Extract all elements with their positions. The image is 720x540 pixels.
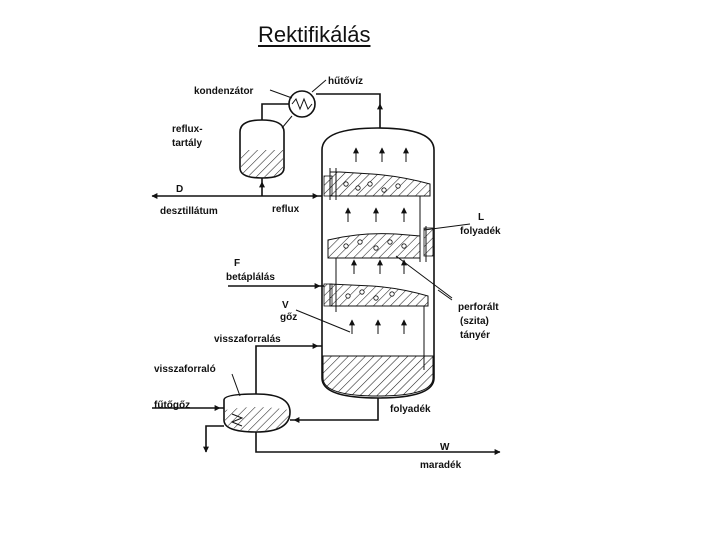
column-bottom-liquid bbox=[322, 355, 434, 397]
label-folyadek-bottom: folyadék bbox=[390, 404, 431, 415]
label-goz: gőz bbox=[280, 312, 297, 323]
label-reflux-tartaly-2: tartály bbox=[172, 138, 202, 149]
vapor-arrows bbox=[345, 147, 409, 334]
condensate-out-line bbox=[205, 425, 224, 452]
label-D: D bbox=[176, 184, 183, 195]
label-futogoz: fűtőgőz bbox=[154, 400, 190, 411]
label-visszaforralo: visszaforraló bbox=[154, 364, 216, 375]
label-L: L bbox=[478, 212, 484, 223]
leader-lines bbox=[231, 89, 471, 397]
label-tanyer: tányér bbox=[460, 330, 490, 341]
label-visszaforralas: visszaforralás bbox=[214, 334, 281, 345]
label-reflux: reflux bbox=[272, 204, 300, 215]
overhead-vapor-line bbox=[316, 93, 381, 128]
page-title: Rektifikálás bbox=[258, 22, 371, 47]
tray-3 bbox=[323, 280, 429, 312]
label-maradek: maradék bbox=[420, 460, 462, 471]
label-reflux-tartaly-1: reflux- bbox=[172, 124, 203, 135]
label-hutoviz: hűtővíz bbox=[328, 76, 363, 87]
label-perforalt: perforált bbox=[458, 302, 499, 313]
reboil-return-line bbox=[255, 345, 322, 394]
condensate-line bbox=[261, 103, 289, 120]
tray-1 bbox=[323, 168, 431, 200]
label-V: V bbox=[282, 300, 289, 311]
residue-line bbox=[255, 432, 500, 453]
bottom-liquid-line bbox=[290, 398, 379, 421]
label-folyadek-top: folyadék bbox=[460, 226, 501, 237]
tray-2 bbox=[327, 226, 434, 262]
label-kondenzator: kondenzátor bbox=[194, 86, 254, 97]
label-desztillatum: desztillátum bbox=[160, 206, 218, 217]
label-szita: (szita) bbox=[460, 316, 489, 327]
label-F: F bbox=[234, 258, 240, 269]
label-betaplalas: betáplálás bbox=[226, 272, 275, 283]
label-W: W bbox=[440, 442, 450, 453]
column-shell bbox=[321, 127, 435, 399]
reboiler bbox=[223, 393, 291, 433]
vapor-bubbles bbox=[343, 181, 407, 301]
reflux-drum bbox=[239, 119, 285, 179]
